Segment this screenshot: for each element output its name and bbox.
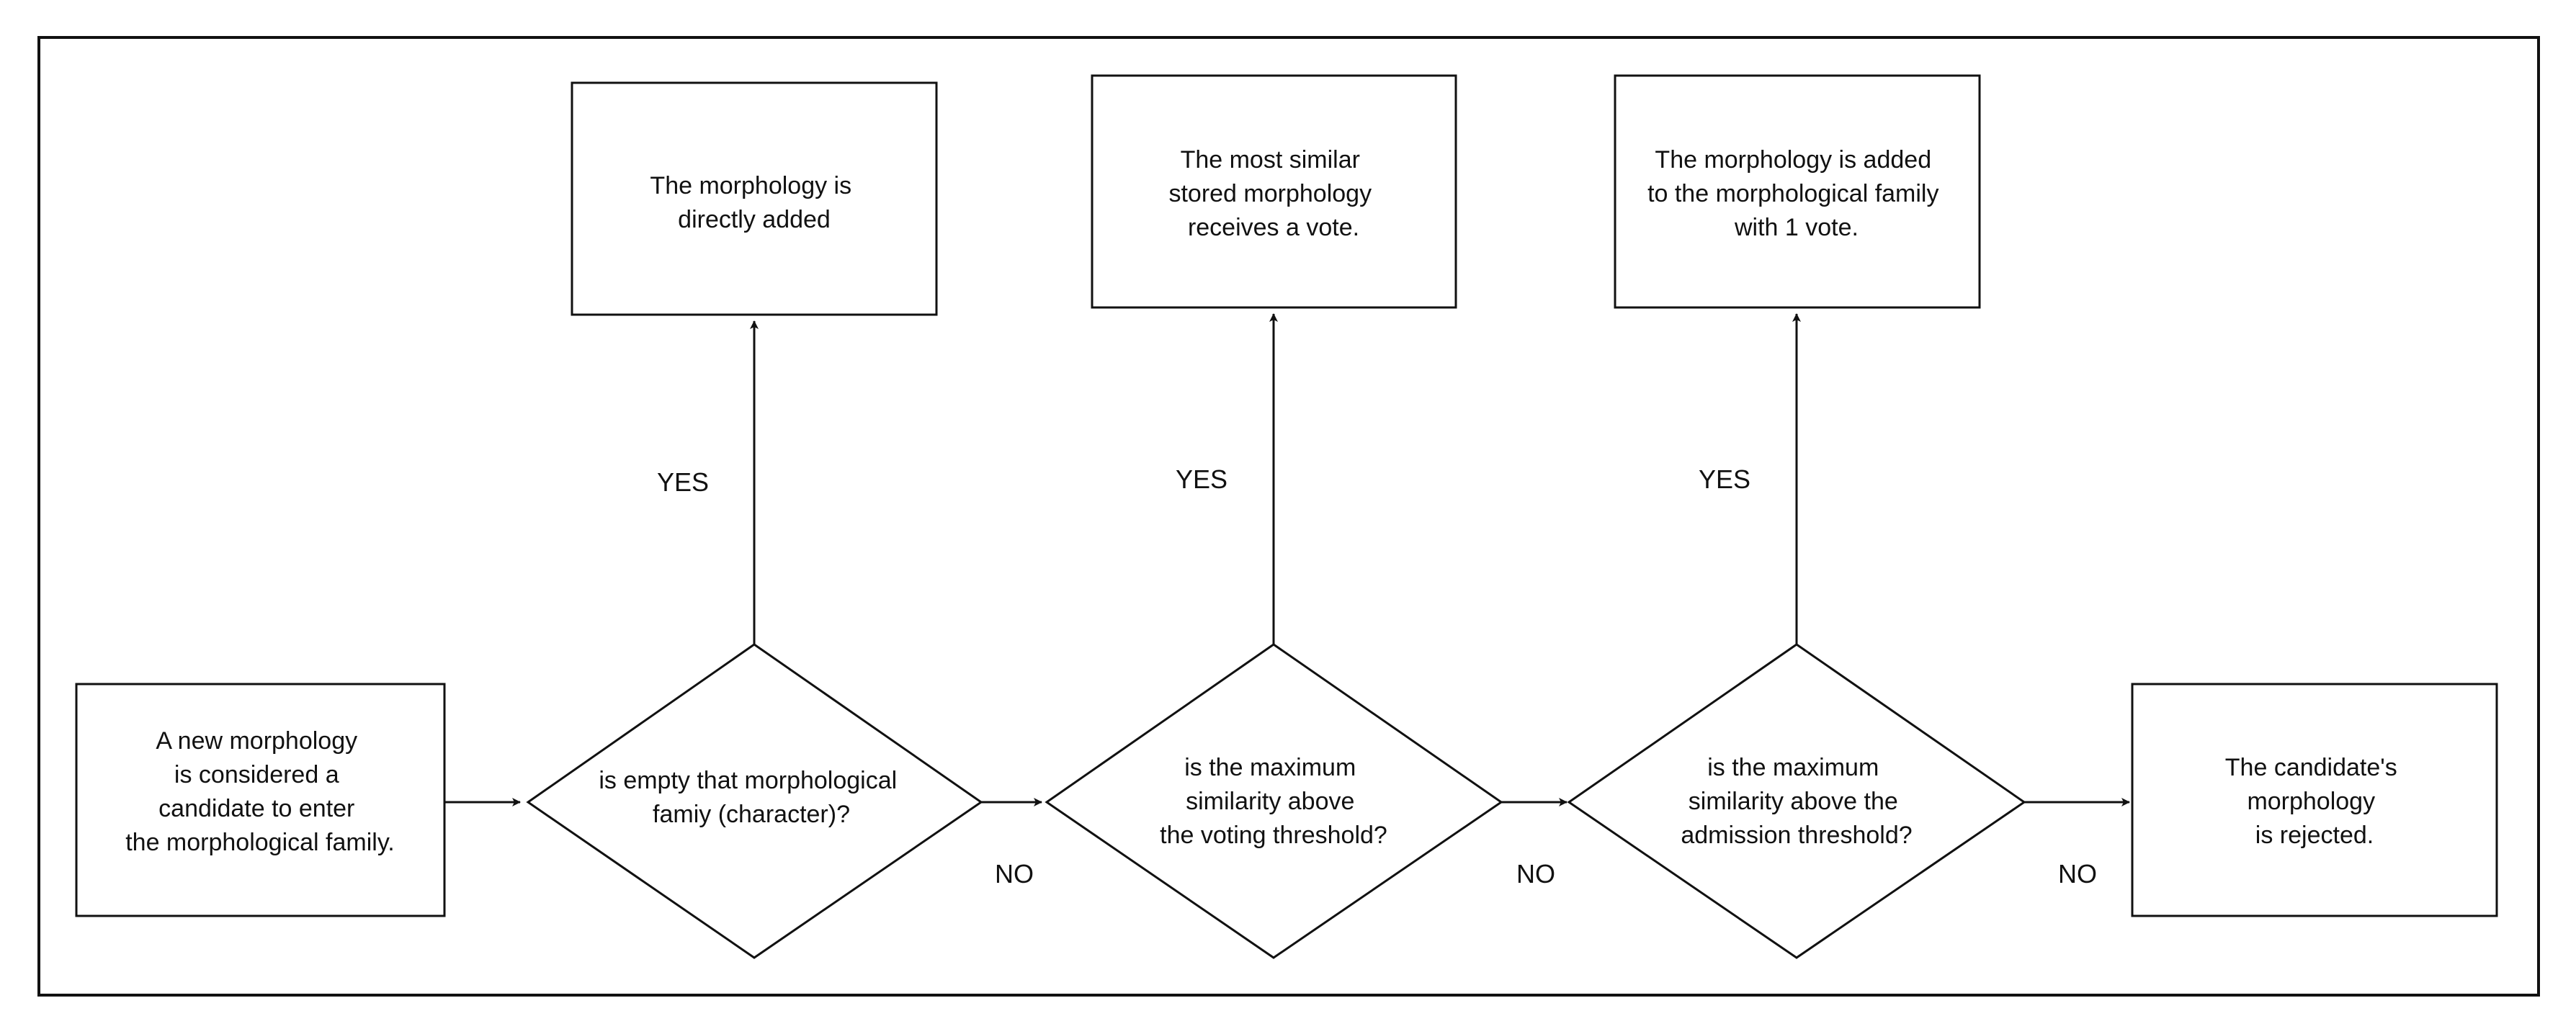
outer-frame (37, 36, 2540, 997)
no-label-2: NO (1516, 859, 1555, 889)
edge-labels: YES YES YES NO NO NO (657, 464, 2097, 889)
outcome2-shape (1091, 74, 1457, 309)
decision1-text: is empty that morphological famiy (chara… (599, 767, 903, 828)
decision3-text: is the maximum similarity above the admi… (1681, 754, 1912, 849)
no-label-3: NO (2058, 859, 2097, 889)
start-box: A new morphology is considered a candida… (75, 683, 446, 917)
outcome2-text: The most similar stored morphology recei… (1168, 146, 1378, 241)
outcome1-text: The morphology is directly added (650, 172, 858, 233)
end-box-text: The candidate's morphology is rejected. (2225, 754, 2404, 849)
decision2-diamond: is the maximum similarity above the voti… (1045, 643, 1503, 959)
outcome3-box: The morphology is added to the morpholog… (1614, 74, 1981, 309)
decision3-diamond: is the maximum similarity above the admi… (1567, 643, 2026, 959)
yes-label-2: YES (1176, 464, 1227, 494)
decision2-shape (1045, 643, 1503, 959)
decision1-shape (526, 643, 983, 959)
decision3-shape (1567, 643, 2026, 959)
end-box-shape (2131, 683, 2498, 917)
decision1-diamond: is empty that morphological famiy (chara… (526, 643, 983, 959)
end-box: The candidate's morphology is rejected. (2131, 683, 2498, 917)
connectors (444, 313, 2130, 806)
yes-label-3: YES (1699, 464, 1750, 494)
start-box-text: A new morphology is considered a candida… (125, 727, 395, 856)
outcome3-text: The morphology is added to the morpholog… (1647, 146, 1946, 241)
outcome1-box: The morphology is directly added (571, 81, 938, 316)
start-box-shape (75, 683, 446, 917)
outcome3-shape (1614, 74, 1981, 309)
no-label-1: NO (995, 859, 1034, 889)
decision2-text: is the maximum similarity above the voti… (1160, 754, 1387, 849)
outcome1-shape (571, 81, 938, 316)
outcome2-box: The most similar stored morphology recei… (1091, 74, 1457, 309)
yes-label-1: YES (657, 467, 709, 497)
